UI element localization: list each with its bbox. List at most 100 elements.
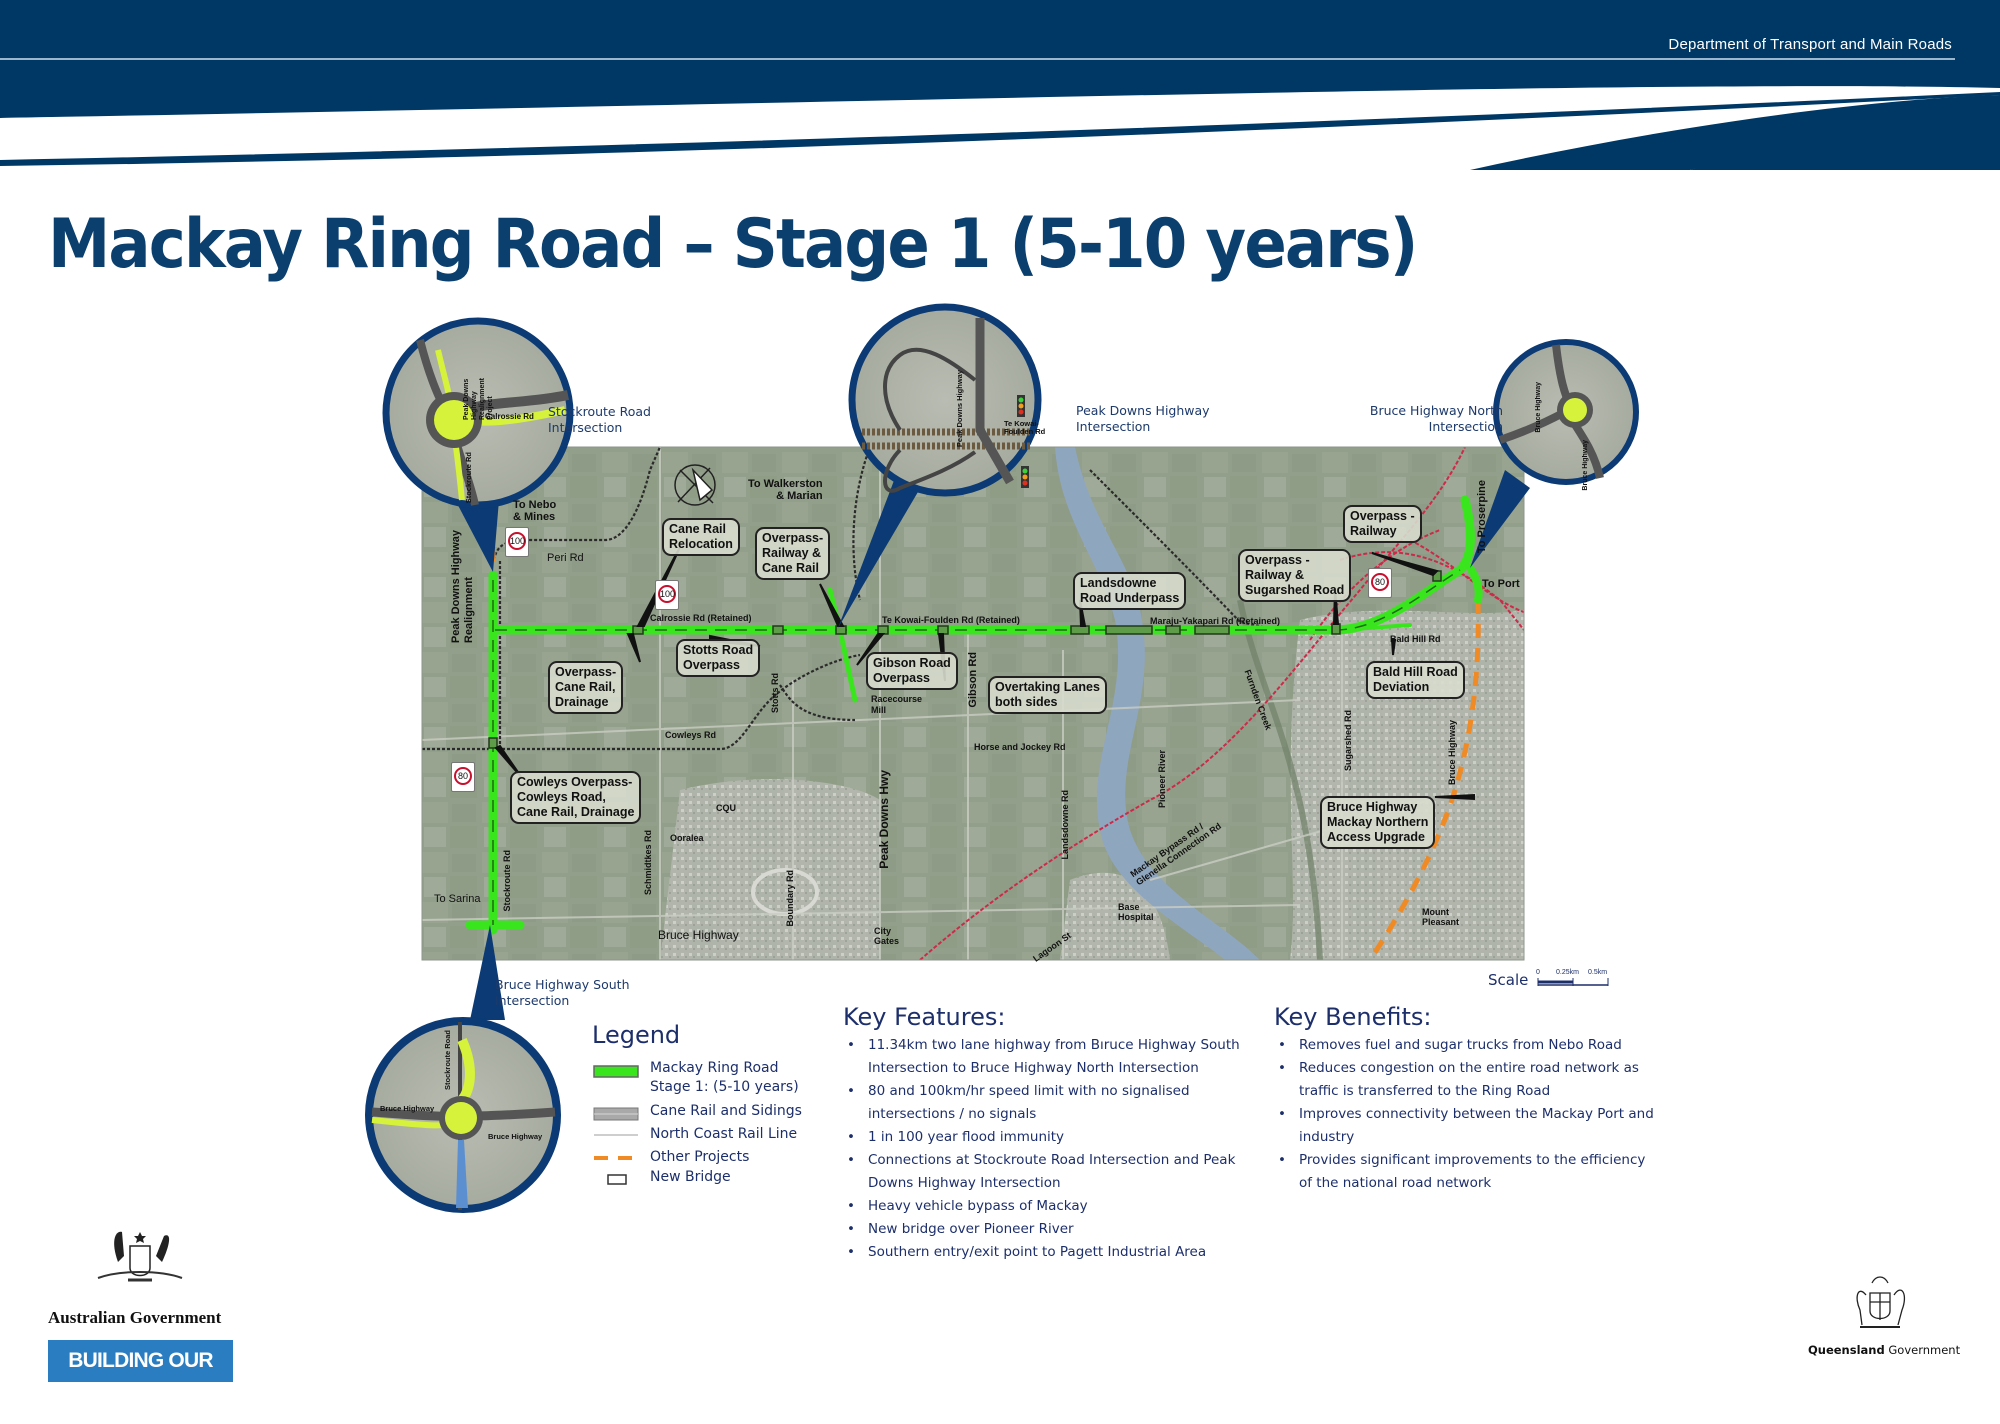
label-to-port: To Port [1482, 578, 1520, 590]
label-peri-rd: Peri Rd [547, 552, 584, 564]
peak-downs-intersection-inset [838, 303, 1042, 628]
feature-item: Heavy vehicle bypass of Mackay [843, 1195, 1263, 1218]
label-to-walkerston: To Walkerston & Marian [748, 478, 823, 502]
callout-overpass-cane-rail-drainage: Overpass- Cane Rail, Drainage [548, 661, 624, 714]
qld-rest: Government [1884, 1343, 1961, 1357]
queensland-government-logo-text: Queensland Government [1808, 1343, 1960, 1357]
legend-symbols [593, 1065, 639, 1185]
callout-landsdowne-underpass: Landsdowne Road Underpass [1073, 572, 1187, 610]
inset-label: Bruce Highway [1535, 382, 1542, 433]
scale-tick: 0.25km [1556, 969, 1579, 976]
label-maraju-retained: Maraju-Yakapari Rd (Retained) [1150, 616, 1281, 626]
label-racecourse-mill: Racecourse Mill [871, 694, 923, 715]
benefit-item: Provides significant improvements to the… [1274, 1149, 1654, 1195]
callout-overpass-railway-sugarshed: Overpass - Railway & Sugarshed Road [1238, 549, 1352, 602]
key-benefits-title: Key Benefits: [1274, 1003, 1432, 1031]
label-boundary-rd: Boundary Rd [785, 870, 795, 927]
speed-sign-80: 80 [1368, 568, 1392, 598]
scale-tick: 0.5km [1588, 969, 1608, 976]
key-features-title: Key Features: [843, 1003, 1006, 1031]
feature-item: Southern entry/exit point to Pagett Indu… [843, 1241, 1263, 1264]
callout-cowleys-overpass: Cowleys Overpass- Cowleys Road, Cane Rai… [510, 771, 642, 824]
legend-label: North Coast Rail Line [650, 1126, 798, 1142]
label-peak-downs-realignment: Peak Downs Highway Realignment [450, 530, 475, 644]
inset-label: Te Kowai-Foulden Rd [1004, 419, 1046, 436]
page-title: Mackay Ring Road – Stage 1 (5-10 years) [48, 205, 1418, 284]
label-stotts-rd: Stotts Rd [770, 673, 780, 713]
legend-label: Stage 1: (5-10 years) [650, 1079, 799, 1095]
scale-tick: 0 [1536, 969, 1540, 976]
speed-sign-100: 100 [655, 580, 679, 610]
queensland-coat-of-arms-icon [1856, 1276, 1906, 1328]
label-sugarshed-rd: Sugarshed Rd [1343, 710, 1353, 772]
callout-bald-hill-deviation: Bald Hill Road Deviation [1366, 661, 1465, 699]
key-features-list: 11.34km two lane highway from Bıruce Hig… [843, 1034, 1263, 1264]
intersection-title-line2: Intersection [1428, 419, 1503, 434]
north-arrow-icon [674, 464, 716, 506]
stockroute-intersection-title: Stockroute Road Intersection [548, 404, 651, 436]
label-bruce-highway-v: Bruce Highway [1447, 720, 1457, 786]
label-te-kowai-retained: Te Kowai-Foulden Rd (Retained) [882, 615, 1020, 625]
label-peak-downs-hwy: Peak Downs Hwy [877, 770, 891, 869]
intersection-title-line2: Intersection [1076, 419, 1151, 434]
bruce-north-intersection-title: Bruce Highway North Intersection [1363, 403, 1503, 435]
building-our-future-badge: BUILDING OUR FUTURE [48, 1340, 233, 1414]
bruce-south-intersection-inset [365, 925, 561, 1213]
speed-sign-80: 80 [451, 762, 475, 792]
callout-overpass-railway-cane-rail: Overpass- Railway & Cane Rail [755, 527, 831, 580]
australian-government-logo-text: Australian Government [48, 1308, 222, 1327]
intersection-title-line1: Peak Downs Highway [1076, 403, 1210, 418]
label-cqu: CQU [716, 803, 736, 813]
intersection-title-line1: Bruce Highway North [1369, 403, 1503, 418]
inset-label: Bruce Highway [1582, 440, 1589, 491]
qld-bold: Queensland [1808, 1343, 1885, 1357]
callout-cane-rail-relocation: Cane Rail Relocation [662, 518, 740, 556]
inset-label: Stockroute Road [443, 1030, 452, 1091]
label-to-proserpine: To Proserpine [1476, 480, 1488, 554]
bruce-south-intersection-title: Bruce Highway South Intersection [495, 977, 630, 1009]
intersection-title-line2: Intersection [548, 420, 623, 435]
callout-overpass-railway: Overpass - Railway [1343, 505, 1422, 543]
label-to-nebo: To Nebo & Mines [513, 499, 557, 523]
australian-coat-of-arms-icon [97, 1231, 183, 1282]
peak-downs-intersection-title: Peak Downs Highway Intersection [1076, 403, 1210, 435]
intersection-title-line2: Intersection [495, 993, 570, 1008]
legend-label: Mackay Ring Road [650, 1060, 779, 1076]
legend-label: Cane Rail and Sidings [650, 1103, 802, 1119]
label-bruce-highway: Bruce Highway [658, 928, 739, 942]
benefit-item: Reduces congestion on the entire road ne… [1274, 1057, 1654, 1103]
callout-overtaking-lanes: Overtaking Lanes both sides [988, 676, 1107, 714]
benefit-item: Removes fuel and sugar trucks from Nebo … [1274, 1034, 1654, 1057]
inset-label: Peak Downs Highway [955, 370, 964, 448]
callout-stotts-road-overpass: Stotts Road Overpass [676, 639, 761, 677]
label-gibson-rd: Gibson Rd [967, 652, 979, 708]
feature-item: 80 and 100km/hr speed limit with no sign… [843, 1080, 1263, 1126]
label-mount-pleasant: Mount Pleasant [1422, 907, 1460, 927]
label-base-hospital: Base Hospital [1118, 902, 1154, 922]
legend-title: Legend [592, 1021, 681, 1049]
stockroute-intersection-inset [382, 317, 574, 572]
scale-label: Scale [1488, 971, 1529, 989]
label-schmidtkes-rd: Schmidtkes Rd [643, 830, 653, 896]
label-pioneer-river: Pioneer River [1157, 750, 1167, 809]
inset-label: Bruce Highway [380, 1104, 435, 1113]
label-horse-jockey-rd: Horse and Jockey Rd [974, 742, 1066, 752]
label-calrossie-retained: Calrossie Rd (Retained) [650, 613, 752, 623]
label-bald-hill-rd: Bald Hill Rd [1390, 634, 1441, 644]
benefit-item: Improves connectivity between the Mackay… [1274, 1103, 1654, 1149]
label-stockroute-rd: Stockroute Rd [502, 850, 512, 912]
feature-item: New bridge over Pioneer River [843, 1218, 1263, 1241]
legend-label: Other Projects [650, 1149, 750, 1165]
label-cowleys-rd: Cowleys Rd [665, 730, 717, 740]
label-city-gates: City Gates [874, 926, 900, 946]
bruce-north-intersection-inset [1470, 339, 1639, 568]
feature-item: 11.34km two lane highway from Bıruce Hig… [843, 1034, 1263, 1080]
label-to-sarina: To Sarina [434, 893, 481, 905]
label-ooralea: Ooralea [670, 833, 704, 843]
feature-item: 1 in 100 year flood immunity [843, 1126, 1263, 1149]
header-banner [0, 0, 2000, 170]
legend-label: New Bridge [650, 1169, 731, 1185]
intersection-title-line1: Bruce Highway South [495, 977, 630, 992]
inset-label: Calrossie Rd [485, 412, 534, 421]
feature-item: Connections at Stockroute Road Intersect… [843, 1149, 1263, 1195]
